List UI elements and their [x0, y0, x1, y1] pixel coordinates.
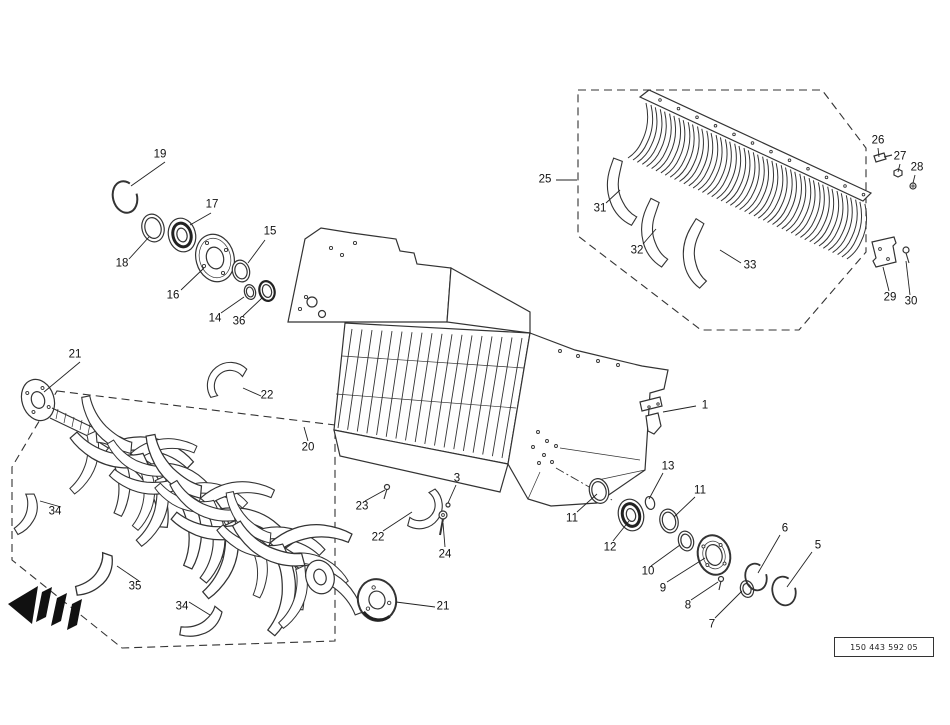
part-18-ring — [141, 213, 165, 243]
part-30-screw — [902, 246, 910, 264]
bearing-stack-right — [588, 478, 797, 607]
part-3-stud — [445, 502, 451, 508]
rotor-end-hub — [305, 559, 335, 595]
part-31-tine — [601, 157, 645, 227]
pickup-housing — [287, 227, 669, 507]
bearing-stack-left — [111, 180, 276, 302]
part-15-ring — [231, 259, 251, 283]
part-29-plate — [871, 236, 897, 268]
part-32-tine — [632, 197, 682, 269]
leader-lines — [39, 147, 916, 619]
bar-dots — [658, 98, 866, 197]
part-9-flange — [696, 534, 732, 576]
part-14-ring — [243, 284, 257, 300]
part-27-nut — [893, 168, 903, 178]
part-6-snap-ring — [744, 562, 768, 592]
part-11-ring-b — [659, 508, 679, 534]
part-23-screw — [383, 483, 391, 500]
tine-grid — [337, 328, 523, 459]
housing-lip — [333, 429, 509, 493]
tine-bar — [638, 89, 873, 202]
part-35-stripper — [74, 550, 114, 599]
part-22-strap-upper — [201, 357, 252, 399]
rotor-tines — [51, 394, 364, 638]
part-26-bolt — [873, 152, 893, 163]
part-21-flange-bottom — [356, 578, 398, 622]
part-36-ring — [258, 280, 276, 302]
part-17-bearing — [167, 217, 197, 253]
part-33-tine — [670, 217, 726, 291]
part-10-ring — [677, 530, 695, 552]
part-24-bolt — [438, 510, 448, 536]
housing-back-wall — [446, 267, 531, 334]
bar-fasteners — [871, 152, 917, 268]
tine-bar-region-outline — [577, 89, 867, 331]
part-8-bolt — [717, 575, 725, 591]
part-16-bearing-housing — [195, 233, 235, 283]
part-21-flange-left — [20, 378, 56, 422]
part-19-snap-ring — [111, 180, 139, 214]
part-5-snap-ring — [771, 575, 797, 607]
part-7-washer — [739, 580, 755, 598]
housing-left-panel — [287, 227, 452, 323]
drawing-number: 150 443 592 05 — [834, 637, 934, 657]
tine-bar-assembly — [601, 89, 917, 291]
part-1-bracket — [639, 396, 663, 435]
housing-right-panel — [507, 332, 669, 507]
part-12-bearing — [617, 498, 645, 532]
part-13-spacer — [644, 496, 656, 510]
direction-arrow-icon — [8, 586, 82, 630]
big-tines — [601, 157, 726, 291]
rotor-assembly — [5, 378, 398, 648]
part-34-stripper-bottom — [177, 596, 225, 648]
